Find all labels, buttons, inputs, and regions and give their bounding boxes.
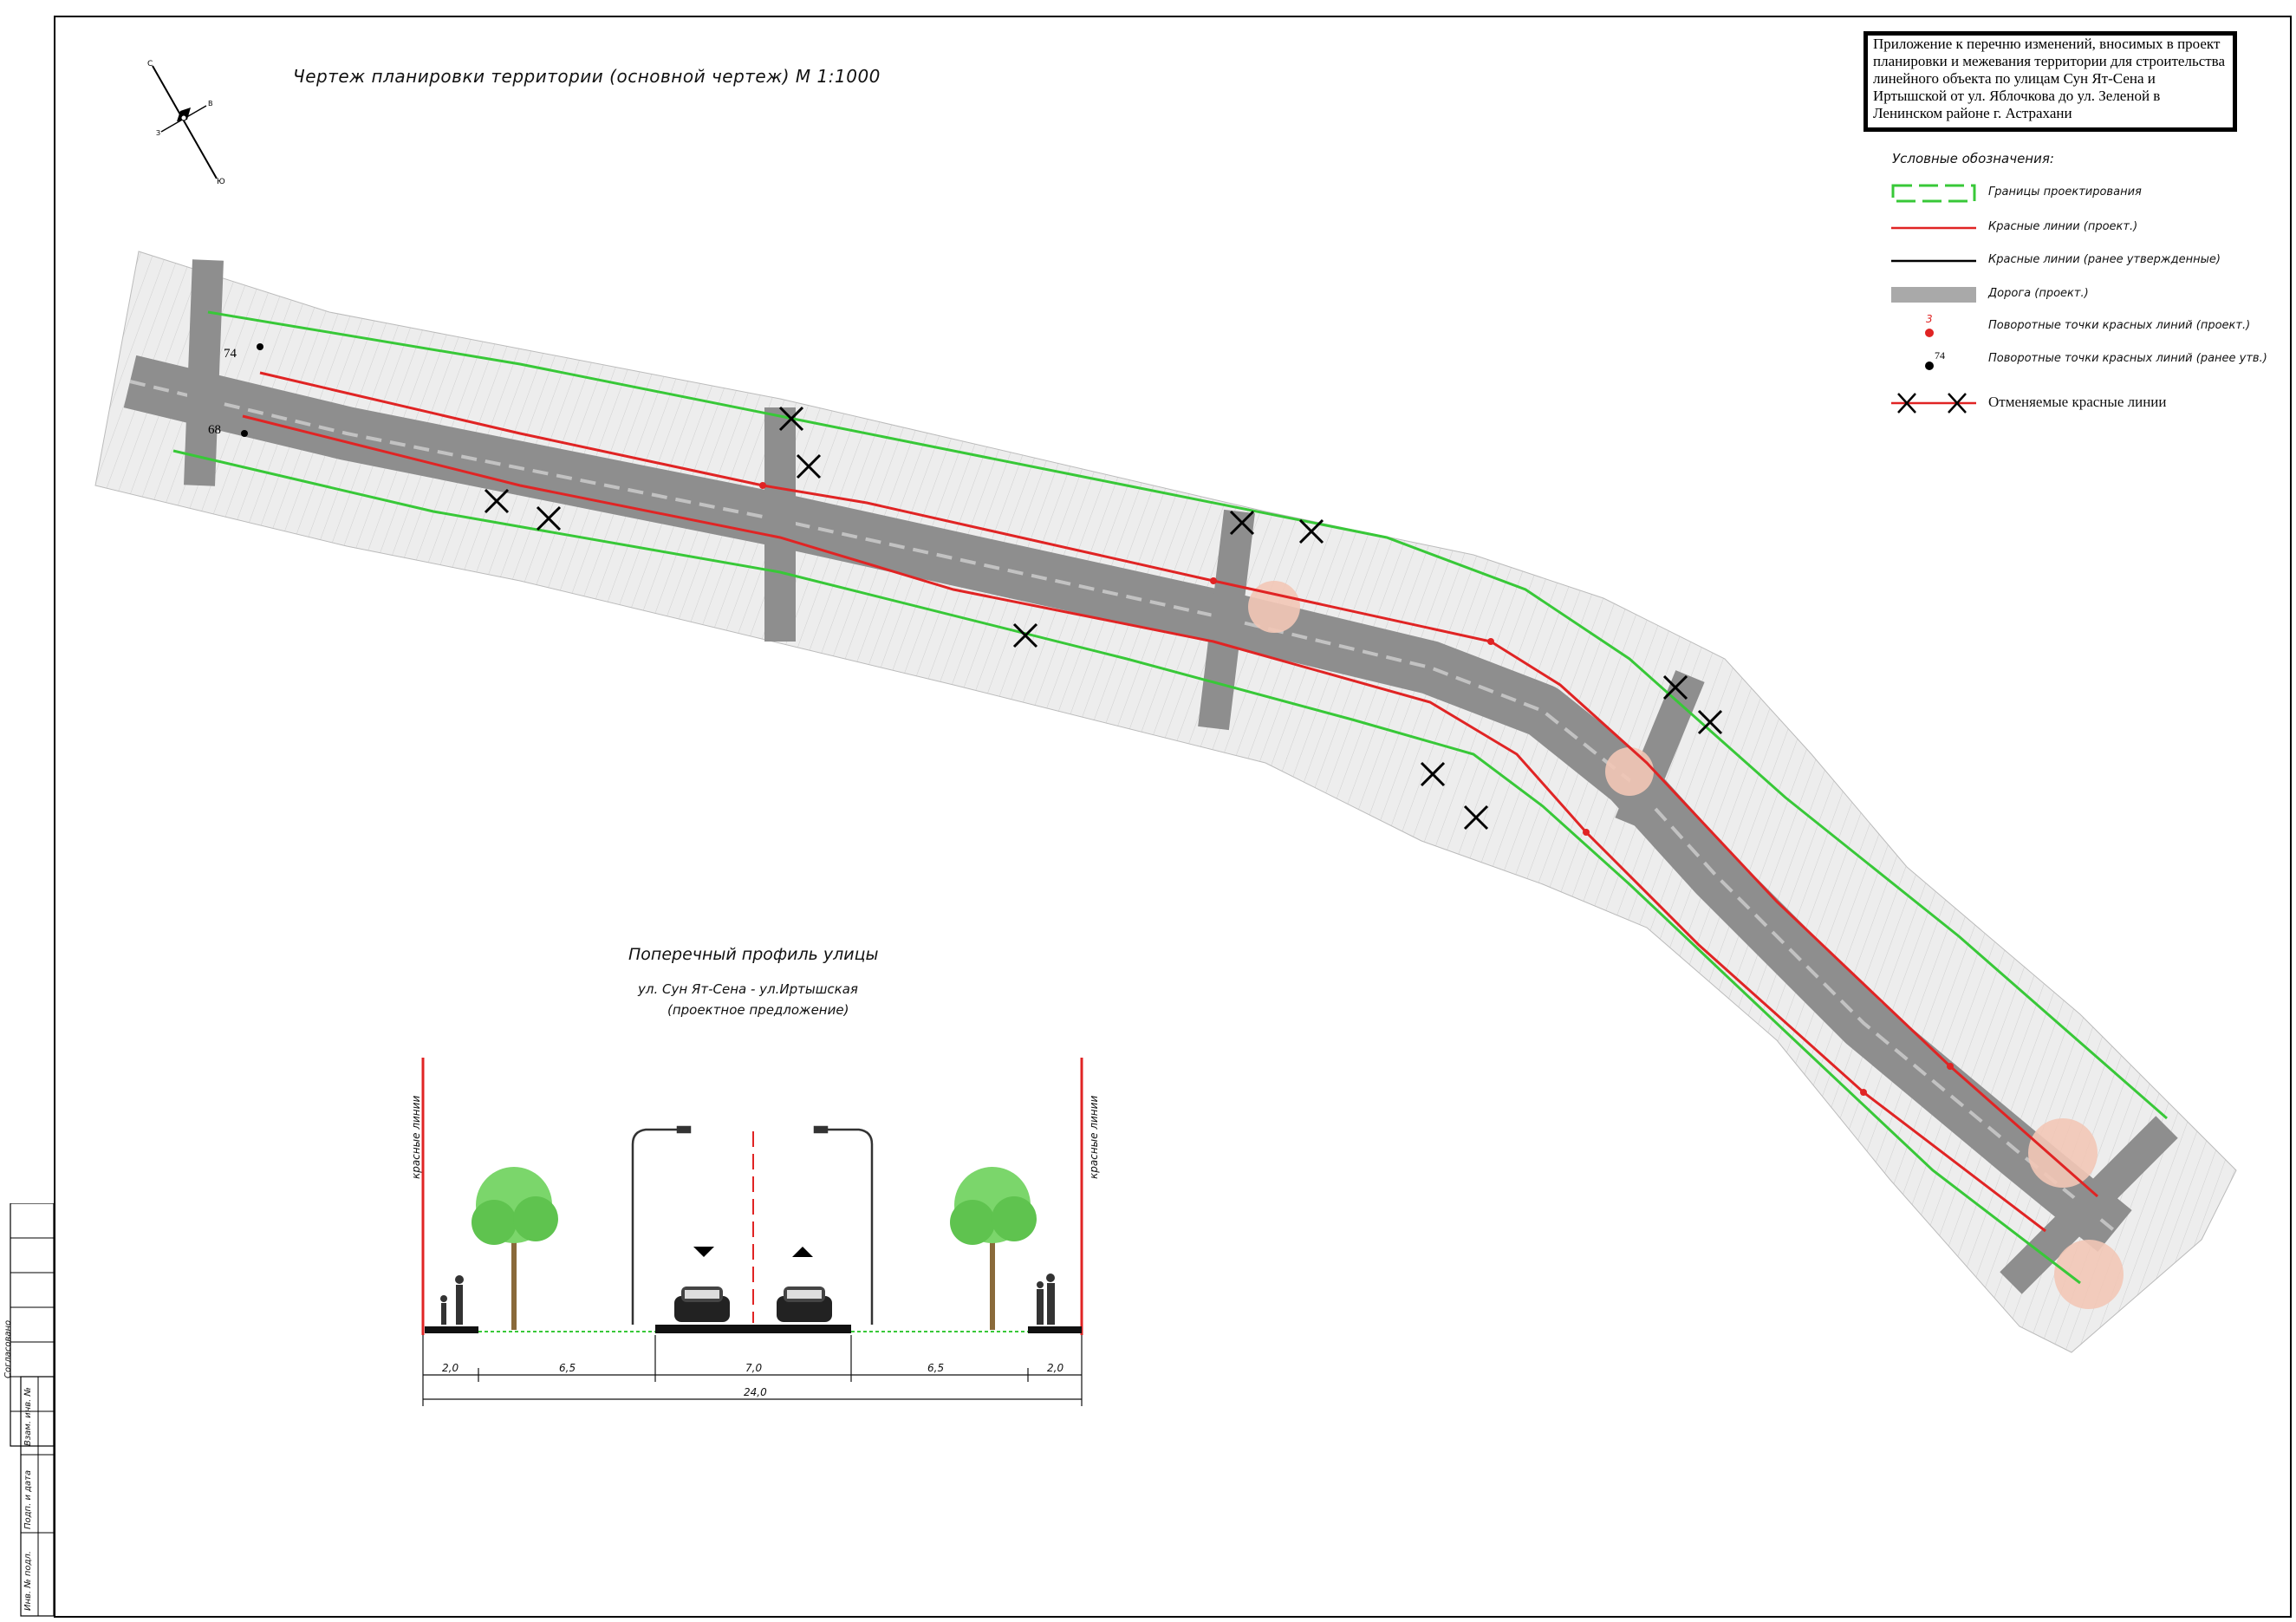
svg-text:С: С <box>147 60 153 68</box>
red-line-label-right: красные линии <box>1088 1096 1100 1179</box>
legend-item-cancelled-lines: Отменяемые красные линии <box>1881 390 2280 416</box>
legend-label: Границы проектирования <box>1988 186 2142 199</box>
red-point-icon: 3 <box>1925 314 1934 337</box>
black-line-icon <box>1891 259 1976 263</box>
legend-label: Дорога (проект.) <box>1988 287 2089 300</box>
pedestrians-icon <box>1037 1273 1055 1325</box>
legend-item-red-lines-project: Красные линии (проект.) <box>1881 215 2280 241</box>
direction-arrow-down-icon <box>693 1247 714 1257</box>
drawing-title: Чертеж планировки территории (основной ч… <box>293 66 881 87</box>
red-lines-south <box>242 414 2046 1233</box>
section-title: Поперечный профиль улицы <box>628 945 879 964</box>
legend-label: Красные линии (проект.) <box>1988 220 2138 233</box>
approved-turning-points: 74 68 <box>208 343 263 437</box>
direction-arrow-up-icon <box>792 1247 813 1257</box>
tree-icon <box>950 1167 1037 1330</box>
dim-carriageway: 7,0 <box>745 1362 762 1374</box>
black-point-icon: 74 <box>1925 349 1945 370</box>
project-turning-points <box>759 482 1954 1096</box>
legend-label: Отменяемые красные линии <box>1988 394 2167 410</box>
legend-label: Поворотные точки красных линий (ранее ут… <box>1988 352 2267 365</box>
street-lamp-icon <box>631 1125 692 1325</box>
legend-item-black-points: 74 Поворотные точки красных линий (ранее… <box>1881 347 2280 373</box>
cross-section-drawing: красные линии красные линии <box>410 1058 1100 1406</box>
drawing-frame <box>54 16 2292 1618</box>
legend-item-road: Дорога (проект.) <box>1881 282 2280 308</box>
legend-title: Условные обозначения: <box>1892 151 2054 166</box>
legend-marker: 74 <box>1935 349 1945 362</box>
dim-sidewalk-right: 2,0 <box>1047 1362 1063 1374</box>
stamp-label: Подп. и дата <box>23 1469 33 1529</box>
green-dashed-box-icon <box>1891 184 1976 203</box>
stamp-agreed: Согласовано <box>3 1319 13 1378</box>
north-arrow-icon: С Ю В З <box>147 60 225 186</box>
design-boundary-south <box>172 449 2081 1285</box>
crossed-red-line-icon <box>1891 393 1976 414</box>
tree-icon <box>472 1167 558 1330</box>
stamp-label: Инв. № подл. <box>23 1551 33 1611</box>
legend-item-red-lines-approved: Красные линии (ранее утвержденные) <box>1881 248 2280 274</box>
legend-marker: 3 <box>1926 314 1933 325</box>
red-line-label-left: красные линии <box>410 1096 422 1179</box>
legend-item-design-boundary: Границы проектирования <box>1881 180 2280 206</box>
dim-total: 24,0 <box>744 1386 767 1398</box>
cancelled-line-markers <box>484 406 1723 831</box>
pedestrians-icon <box>440 1275 464 1325</box>
red-line-icon <box>1891 226 1976 230</box>
svg-text:З: З <box>156 129 160 137</box>
survey-base <box>94 251 2237 1353</box>
stamp-label: Взам. инв. № <box>23 1387 33 1446</box>
annex-box: Приложение к перечню изменений, вносимых… <box>1863 31 2237 132</box>
annex-text: Приложение к перечню изменений, вносимых… <box>1873 36 2226 121</box>
dim-green-right: 6,5 <box>927 1362 944 1374</box>
legend-label: Поворотные точки красных линий (проект.) <box>1988 319 2251 332</box>
dim-sidewalk-left: 2,0 <box>442 1362 459 1374</box>
svg-text:Ю: Ю <box>217 178 225 186</box>
point-label-68: 68 <box>208 423 221 437</box>
gray-band-icon <box>1891 287 1976 303</box>
dim-green-left: 6,5 <box>559 1362 576 1374</box>
stamp-grid <box>10 1203 55 1617</box>
cross-streets <box>184 259 2178 1294</box>
svg-text:В: В <box>208 100 213 107</box>
legend-item-red-points: 3 Поворотные точки красных линий (проект… <box>1881 314 2280 340</box>
section-street: ул. Сун Ят-Сена - ул.Иртышская <box>638 981 858 997</box>
section-note: (проектное предложение) <box>667 1002 849 1018</box>
legend-label: Красные линии (ранее утвержденные) <box>1988 253 2221 266</box>
design-boundary-north <box>207 310 2168 1120</box>
point-label-74: 74 <box>224 347 237 361</box>
street-lamp-icon <box>813 1125 874 1325</box>
car-icon <box>674 1287 730 1322</box>
car-icon <box>777 1287 832 1322</box>
